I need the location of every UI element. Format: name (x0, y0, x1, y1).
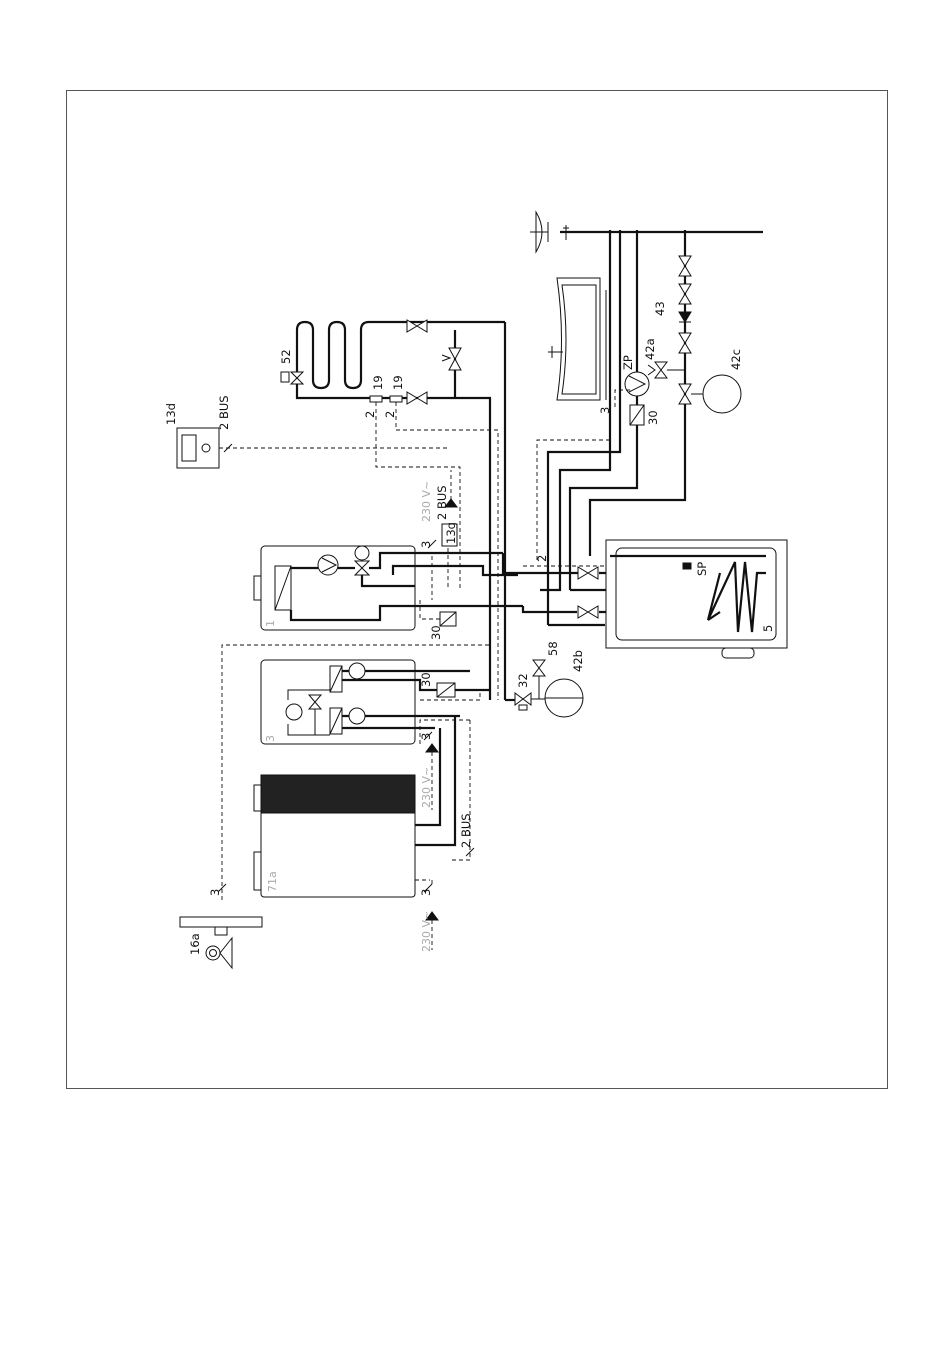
label-42a: 42a (643, 338, 657, 360)
label-13d: 13d (164, 403, 178, 425)
label-30c: 30 (646, 410, 660, 425)
label-sp: SP (695, 562, 709, 576)
label-wire-2b: 2 (383, 411, 397, 418)
bathtub (548, 278, 606, 400)
unit-1 (254, 546, 523, 630)
label-tank-5: 5 (761, 625, 775, 632)
label-unit-1: 1 (264, 620, 277, 627)
sensor-30-a (420, 600, 456, 626)
label-43: 43 (653, 301, 667, 316)
label-42b: 42b (571, 650, 585, 672)
label-19a: 19 (371, 375, 385, 390)
label-unit-71a: 71a (266, 871, 279, 892)
label-bus-lower: 2 BUS (459, 813, 473, 848)
label-wire-3-pump: 3 (598, 407, 612, 414)
label-58: 58 (546, 641, 560, 656)
label-wire-2a: 2 (363, 411, 377, 418)
washbasin (530, 212, 763, 252)
label-230-bottom: 230 V~ (420, 911, 433, 952)
label-30a: 30 (429, 625, 443, 640)
label-16a: 16a (188, 933, 202, 955)
label-bus-room: 2 BUS (217, 395, 231, 430)
circulation-pump-zp (610, 362, 685, 440)
label-30b: 30 (419, 672, 433, 687)
label-wire-3-top: 3 (419, 541, 433, 548)
label-zp: ZP (621, 355, 635, 370)
label-wire-3-bottom: 3 (419, 889, 433, 896)
room-control-13d (177, 428, 450, 468)
label-32: 32 (516, 673, 530, 688)
label-13g: 13g (444, 522, 458, 544)
label-bus-unit: 2 BUS (435, 485, 449, 520)
label-42c: 42c (729, 349, 743, 370)
label-230-mid: 230 V~ (420, 767, 433, 808)
label-230-top: 230 V~ (420, 481, 433, 522)
storage-tank-5 (606, 540, 787, 658)
label-wire-2-tank: 2 (535, 555, 549, 562)
label-19b: 19 (391, 375, 405, 390)
label-wire-3-mid: 3 (419, 733, 433, 740)
label-unit-3: 3 (264, 735, 277, 742)
label-wire-3-outdoor: 3 (208, 889, 222, 896)
safety-group-43 (679, 256, 741, 413)
label-52: 52 (279, 349, 293, 364)
